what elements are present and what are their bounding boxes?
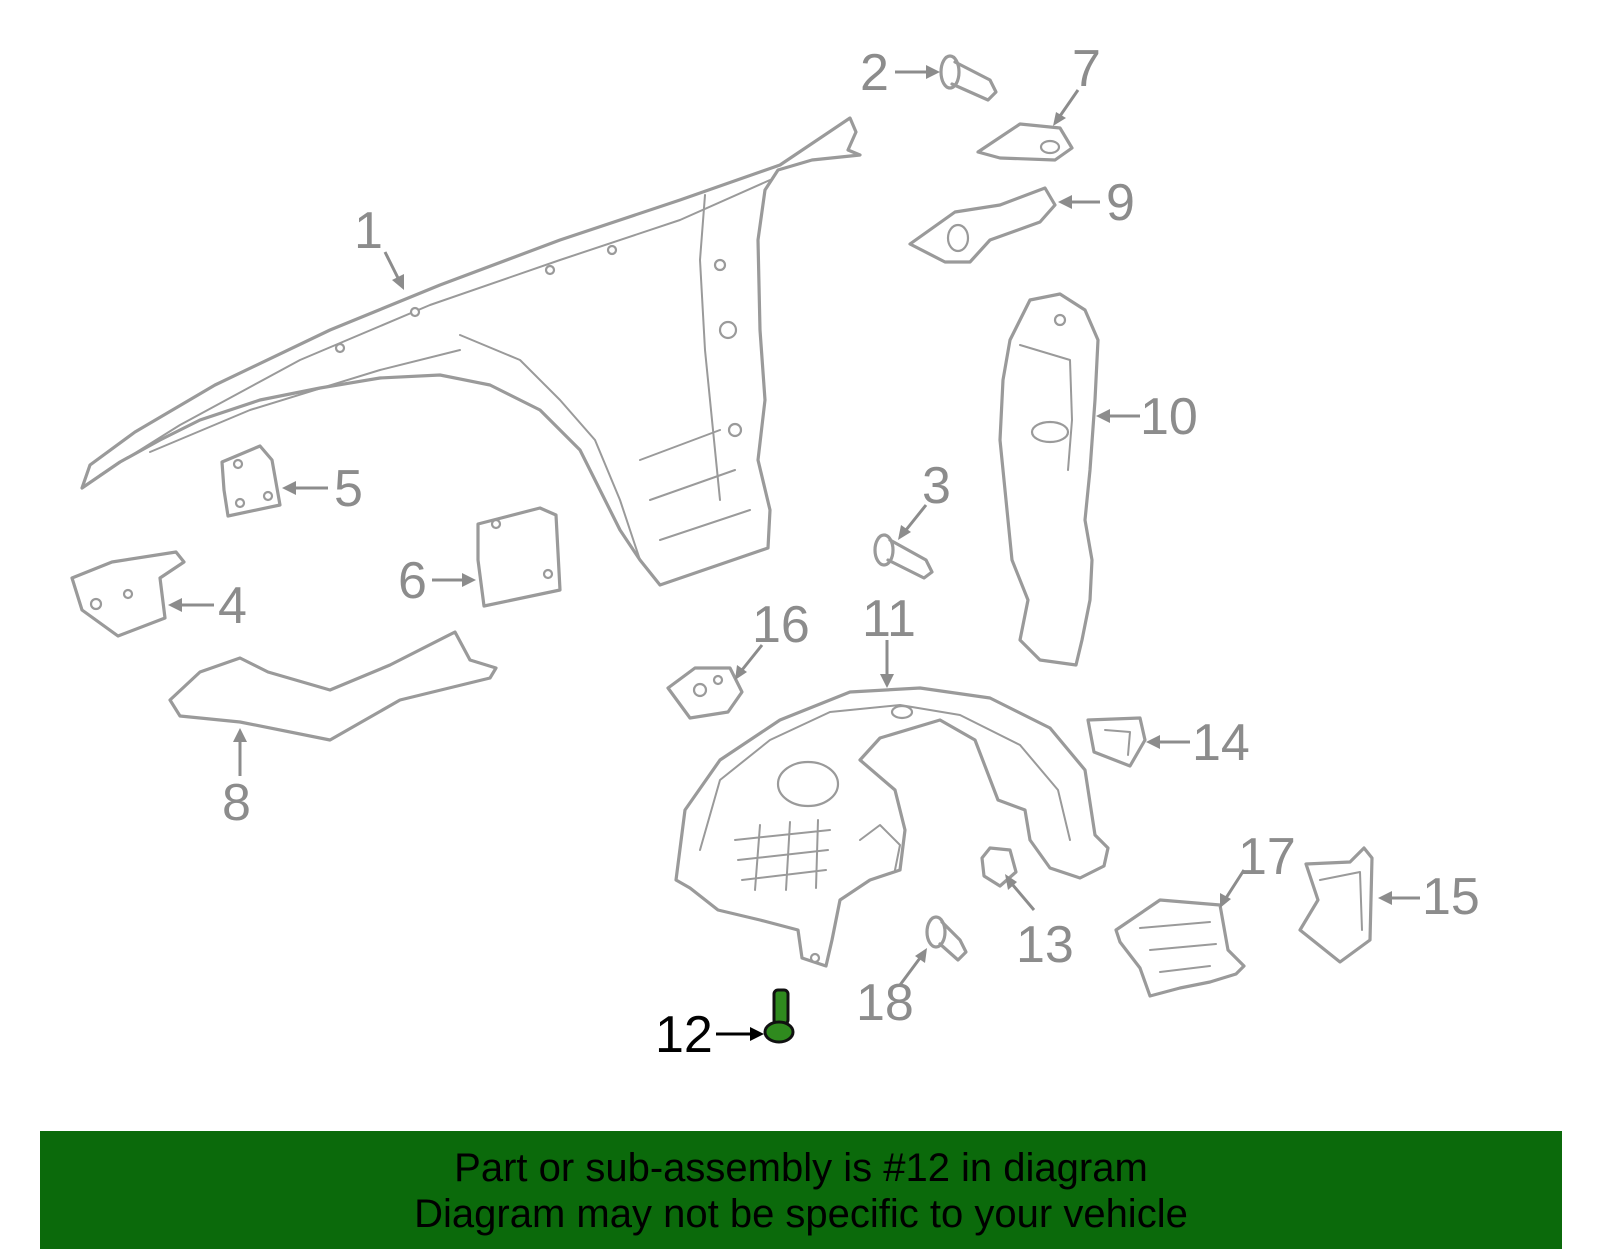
callout-18: 18 [856, 974, 914, 1032]
part-2-bolt[interactable] [939, 54, 998, 102]
part-8-shield[interactable] [168, 630, 498, 742]
part-10-seal[interactable] [998, 292, 1100, 667]
callout-17: 17 [1238, 828, 1296, 886]
part-18-bolt[interactable] [925, 915, 968, 962]
callout-12: 12 [655, 1006, 713, 1064]
callout-9: 9 [1106, 174, 1135, 232]
callout-4: 4 [218, 577, 247, 635]
callout-5: 5 [334, 460, 363, 518]
part-9-reinforcement[interactable] [908, 186, 1057, 264]
callout-3: 3 [922, 457, 951, 515]
callout-10: 10 [1140, 388, 1198, 446]
callout-2: 2 [860, 44, 889, 102]
part-11-wheelhouse-liner[interactable] [674, 686, 1110, 968]
part-13-clip[interactable] [980, 846, 1018, 888]
part-6-bracket[interactable] [476, 506, 562, 608]
callout-13: 13 [1016, 916, 1074, 974]
part-14-clip[interactable] [1086, 716, 1147, 768]
callout-14: 14 [1192, 714, 1250, 772]
info-banner: Part or sub-assembly is #12 in diagram D… [40, 1131, 1562, 1249]
part-5-bracket[interactable] [220, 444, 282, 518]
banner-line-1: Part or sub-assembly is #12 in diagram [454, 1146, 1148, 1190]
part-15-bracket[interactable] [1298, 846, 1374, 964]
callout-8: 8 [222, 774, 251, 832]
callout-16: 16 [752, 596, 810, 654]
callout-1: 1 [354, 202, 383, 260]
part-7-bracket[interactable] [976, 122, 1074, 162]
part-3-bolt[interactable] [873, 533, 934, 580]
part-12-bolt[interactable] [763, 988, 795, 1044]
callout-6: 6 [398, 552, 427, 610]
part-17-bracket[interactable] [1114, 898, 1246, 998]
part-4-bracket[interactable] [70, 550, 186, 638]
callout-7: 7 [1072, 40, 1101, 98]
part-16-plug[interactable] [666, 666, 744, 720]
parts-diagram: 1 2 7 9 10 5 [70, 40, 1480, 1064]
callout-15: 15 [1422, 868, 1480, 926]
part-1-fender[interactable] [80, 116, 862, 587]
callout-11: 11 [862, 590, 916, 648]
banner-line-2: Diagram may not be specific to your vehi… [414, 1192, 1188, 1236]
